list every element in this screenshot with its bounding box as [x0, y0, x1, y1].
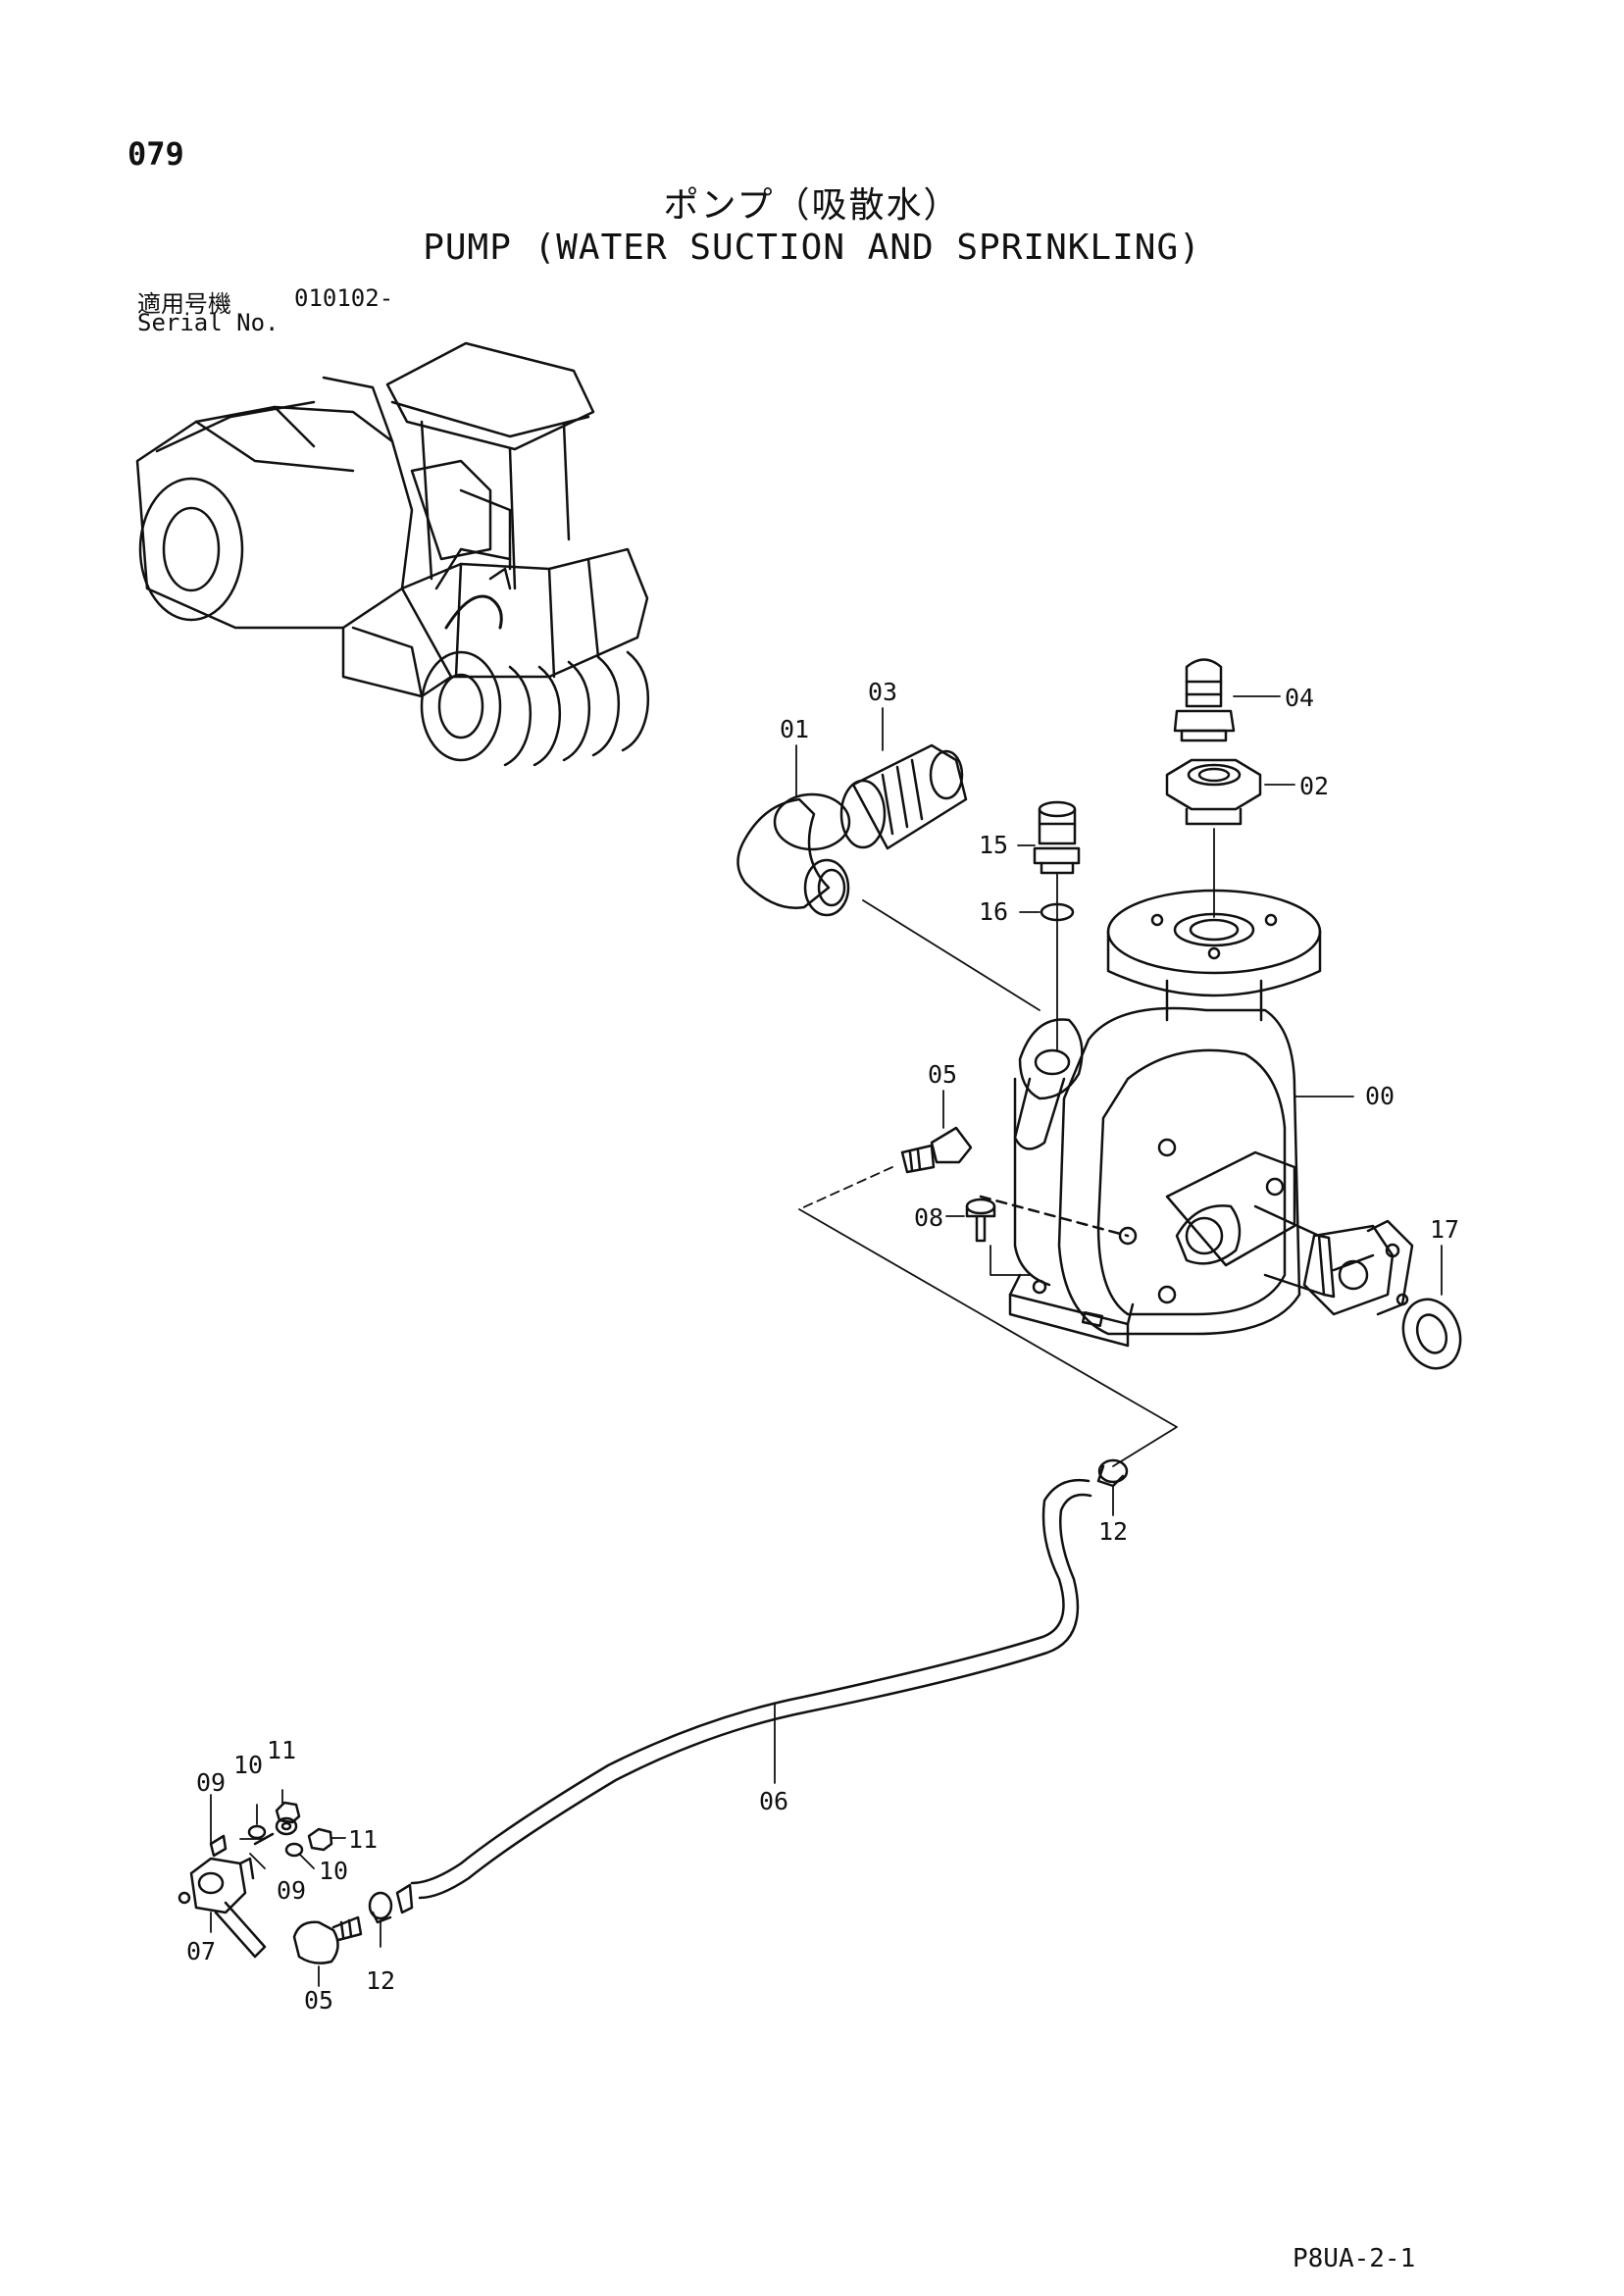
callout-02: 02: [1299, 772, 1329, 800]
small-hardware-set: [209, 1801, 333, 1858]
callout-17: 17: [1430, 1215, 1459, 1244]
leader-lines: [210, 695, 1443, 1987]
part-02-reducer-nipple: [1165, 758, 1262, 826]
part-07-valve: [178, 1857, 267, 1959]
callout-10-right: 10: [319, 1857, 348, 1885]
part-06-hose: [410, 1478, 1092, 1900]
part-12-clamp-upper: [1096, 1458, 1129, 1488]
callout-12-lower: 12: [366, 1966, 395, 1995]
part-15-hose-fitting: [1033, 800, 1081, 875]
pump-body: [979, 889, 1414, 1348]
serial-label-japanese: 適用号機: [137, 290, 231, 318]
part-08-bolt: [965, 1198, 996, 1243]
part-05-elbow-upper: [900, 1126, 973, 1174]
serial-label-english: Serial No.: [137, 309, 279, 336]
callout-10-left: 10: [233, 1751, 263, 1779]
callout-15: 15: [979, 831, 1008, 859]
callout-06: 06: [759, 1787, 788, 1815]
callout-05-upper: 05: [928, 1060, 957, 1089]
part-01-elbow: [736, 792, 851, 917]
page-title-japanese: ポンプ（吸散水）: [663, 185, 961, 226]
page-title-english: PUMP (WATER SUCTION AND SPRINKLING): [423, 228, 1201, 268]
serial-number-value: 010102-: [294, 284, 394, 312]
part-12-clamp-lower: [368, 1883, 414, 1924]
callout-12-upper: 12: [1098, 1517, 1128, 1546]
callout-03: 03: [868, 678, 897, 706]
callout-09-left: 09: [196, 1768, 226, 1797]
page-footer-code: P8UA-2-1: [1293, 2244, 1416, 2273]
callout-05-lower: 05: [304, 1986, 333, 2015]
callout-00: 00: [1365, 1082, 1395, 1110]
part-04-hose-fitting: [1173, 658, 1236, 742]
callout-04: 04: [1285, 684, 1314, 712]
callout-labels: 00 01 02 03 04 05 05 06 07 08 09 09 10 1…: [186, 678, 1459, 2015]
callout-16: 16: [979, 897, 1008, 926]
callout-11-right: 11: [348, 1825, 378, 1854]
part-17-gasket: [1401, 1298, 1462, 1370]
page-number: 079: [127, 135, 184, 173]
callout-11-top: 11: [267, 1736, 296, 1764]
part-03-hose-connector: [839, 743, 968, 850]
callout-01: 01: [780, 715, 809, 743]
callout-09-right: 09: [277, 1876, 306, 1905]
part-05-elbow-lower: [292, 1915, 363, 1964]
callout-07: 07: [186, 1937, 216, 1965]
roller-machine-illustration: [135, 341, 649, 767]
callout-08: 08: [914, 1203, 943, 1232]
